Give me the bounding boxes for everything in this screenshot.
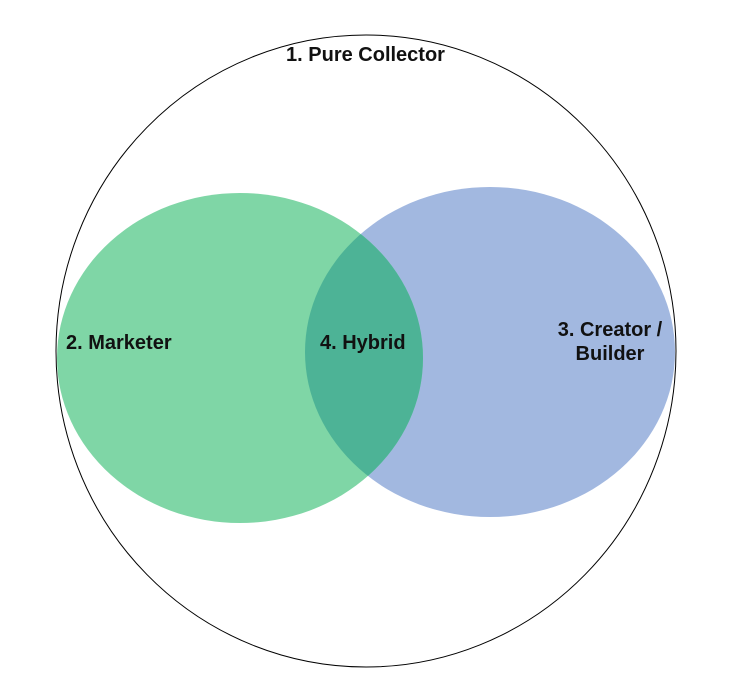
outer-set-label: 1. Pure Collector <box>286 44 445 66</box>
right-set-label-line2: Builder <box>575 343 645 365</box>
left-set-label: 2. Marketer <box>66 332 172 354</box>
right-set-label-line1: 3. Creator / <box>557 319 663 341</box>
overlap-label: 4. Hybrid <box>320 332 406 354</box>
right-set-label: 3. Creator / Builder <box>548 318 672 366</box>
